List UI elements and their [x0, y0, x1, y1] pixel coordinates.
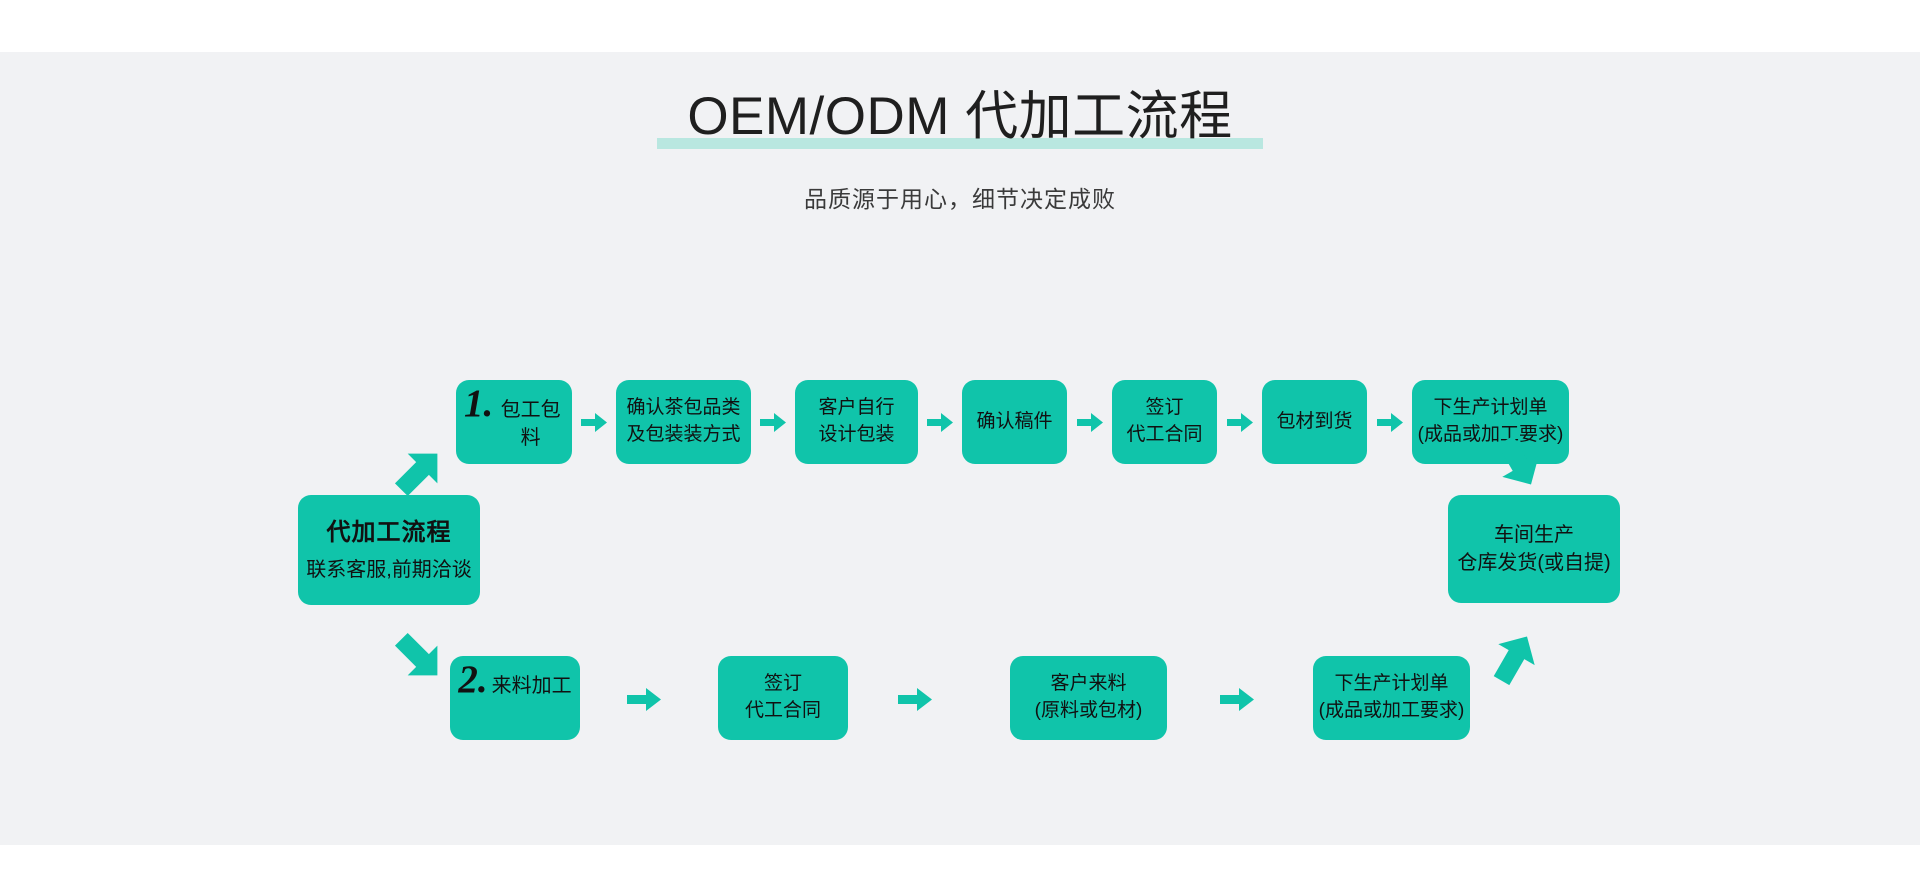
flow-node-top-step-3[interactable]: 确认稿件	[962, 380, 1067, 464]
flow-node-exit-line1: 车间生产	[1494, 523, 1574, 546]
flow-node-top-step-6-line2: (成品或加工要求)	[1417, 424, 1564, 445]
flow-node-top-step-1-line1: 确认茶包品类	[626, 397, 741, 419]
flow-node-top-step-1-line2: 及包装装方式	[626, 424, 741, 445]
flow-node-top-step-4[interactable]: 签订 代工合同	[1112, 380, 1217, 464]
flow-node-bottom-step-2-line1: 客户来料	[1050, 673, 1127, 695]
title-underline	[657, 138, 1263, 149]
flow-node-top-step-6-line1: 下生产计划单	[1433, 397, 1548, 419]
canvas-background	[0, 52, 1920, 845]
flow-node-top-start[interactable]: 1. 包工包料	[456, 380, 572, 464]
arrow-up-right-icon	[388, 443, 450, 501]
flow-node-bottom-step-2[interactable]: 客户来料 (原料或包材)	[1010, 656, 1167, 740]
flow-node-top-step-2[interactable]: 客户自行 设计包装	[795, 380, 918, 464]
flow-node-bottom-step-3[interactable]: 下生产计划单 (成品或加工要求)	[1313, 656, 1470, 740]
arrow-down-right-icon	[388, 628, 450, 686]
flow-node-entry-title: 代加工流程	[326, 518, 452, 546]
flow-node-top-step-5-line1: 包材到货	[1276, 410, 1353, 432]
flow-node-top-start-label: 包工包料	[500, 399, 561, 450]
arrow-right-icon	[898, 688, 932, 711]
flow-node-top-step-6[interactable]: 下生产计划单 (成品或加工要求)	[1412, 380, 1569, 464]
flow-node-bottom-step-2-line2: (原料或包材)	[1034, 700, 1143, 721]
arrow-right-icon	[1220, 688, 1254, 711]
arrow-right-icon	[581, 413, 607, 432]
flow-node-bottom-step-1-line1: 签订	[763, 673, 802, 695]
arrow-down-right-icon	[1487, 433, 1549, 491]
process-flow-diagram: 代加工流程 联系客服,前期洽谈 1. 包工包料	[298, 380, 1620, 740]
arrow-right-icon	[1377, 413, 1403, 432]
flow-node-top-step-1[interactable]: 确认茶包品类 及包装装方式	[616, 380, 751, 464]
arrow-right-icon	[760, 413, 786, 432]
flow-node-top-step-5[interactable]: 包材到货	[1262, 380, 1367, 464]
flow-node-top-step-2-line1: 客户自行	[818, 397, 895, 419]
flow-node-top-start-number: 1.	[464, 382, 494, 425]
flow-node-bottom-step-3-line2: (成品或加工要求)	[1318, 700, 1465, 721]
flow-node-bottom-start-label: 来料加工	[491, 675, 572, 697]
arrow-up-right-icon	[1483, 630, 1545, 688]
page-title: OEM/ODM 代加工流程	[657, 87, 1263, 149]
flow-node-top-step-3-line1: 确认稿件	[976, 410, 1053, 432]
flow-node-entry-subtitle: 联系客服,前期洽谈	[306, 558, 472, 581]
flow-node-bottom-start-number: 2.	[458, 658, 488, 701]
flow-node-bottom-step-1-line2: 代工合同	[744, 700, 821, 721]
page-title-wrap: OEM/ODM 代加工流程	[0, 90, 1920, 149]
arrow-right-icon	[927, 413, 953, 432]
arrow-right-icon	[1077, 413, 1103, 432]
flow-node-exit[interactable]: 车间生产 仓库发货(或自提)	[1448, 495, 1620, 603]
flow-node-entry[interactable]: 代加工流程 联系客服,前期洽谈	[298, 495, 480, 605]
page-subtitle: 品质源于用心，细节决定成败	[804, 186, 1116, 212]
flow-node-top-step-4-line1: 签订	[1145, 397, 1184, 419]
flow-node-top-step-4-line2: 代工合同	[1126, 424, 1203, 445]
flow-node-top-step-2-line2: 设计包装	[818, 424, 895, 445]
arrow-right-icon	[1227, 413, 1253, 432]
flow-node-bottom-step-3-line1: 下生产计划单	[1334, 673, 1449, 695]
flow-node-bottom-step-1[interactable]: 签订 代工合同	[718, 656, 848, 740]
arrow-right-icon	[627, 688, 661, 711]
flow-node-exit-line2: 仓库发货(或自提)	[1457, 552, 1611, 574]
page-title-text: OEM/ODM 代加工流程	[687, 87, 1233, 146]
flow-node-bottom-start[interactable]: 2. 来料加工	[450, 656, 580, 740]
